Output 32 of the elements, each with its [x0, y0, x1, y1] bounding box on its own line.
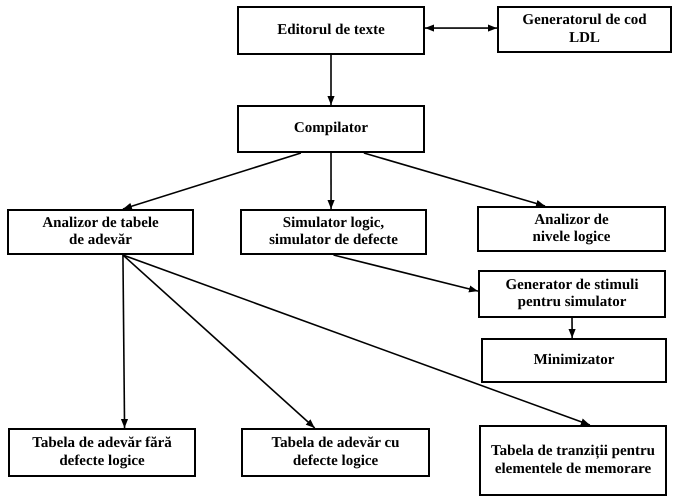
arrow: [327, 153, 335, 209]
box-label: Compilator: [294, 120, 368, 138]
arrow: [122, 254, 316, 429]
arrow: [333, 254, 478, 292]
process-box: [479, 425, 667, 496]
arrow: [120, 255, 128, 428]
box-label: Generator de stimuli pentru simulator: [504, 276, 640, 312]
process-box: [237, 6, 425, 55]
process-box: [478, 270, 666, 318]
process-box: [241, 428, 430, 477]
box-label: Tabela de adevăr cu defecte logice: [270, 435, 400, 470]
process-box: [240, 209, 427, 255]
arrow: [425, 24, 497, 32]
process-box: [237, 105, 425, 153]
process-box: [8, 428, 196, 477]
arrow: [568, 318, 576, 338]
arrow: [122, 152, 302, 210]
box-label: Simulator logic, simulator de defecte: [268, 214, 399, 250]
box-label: Minimizator: [534, 352, 614, 370]
box-label: Editorul de texte: [277, 22, 385, 40]
box-label: Generatorul de cod LDL: [521, 12, 648, 47]
process-box: [481, 338, 667, 383]
process-box: [497, 6, 672, 53]
arrow: [364, 152, 546, 207]
arrow: [122, 254, 590, 426]
box-label: Tabela de adevăr fără defecte logice: [31, 435, 173, 470]
process-box: [477, 206, 666, 252]
box-label: Analizor de tabele de adevăr: [41, 214, 160, 250]
process-box: [7, 209, 194, 255]
box-label: Tabela de tranziții pentru elementele de memorare: [490, 443, 656, 478]
arrow: [327, 55, 335, 105]
box-label: Analizor de nivele logice: [532, 212, 612, 246]
